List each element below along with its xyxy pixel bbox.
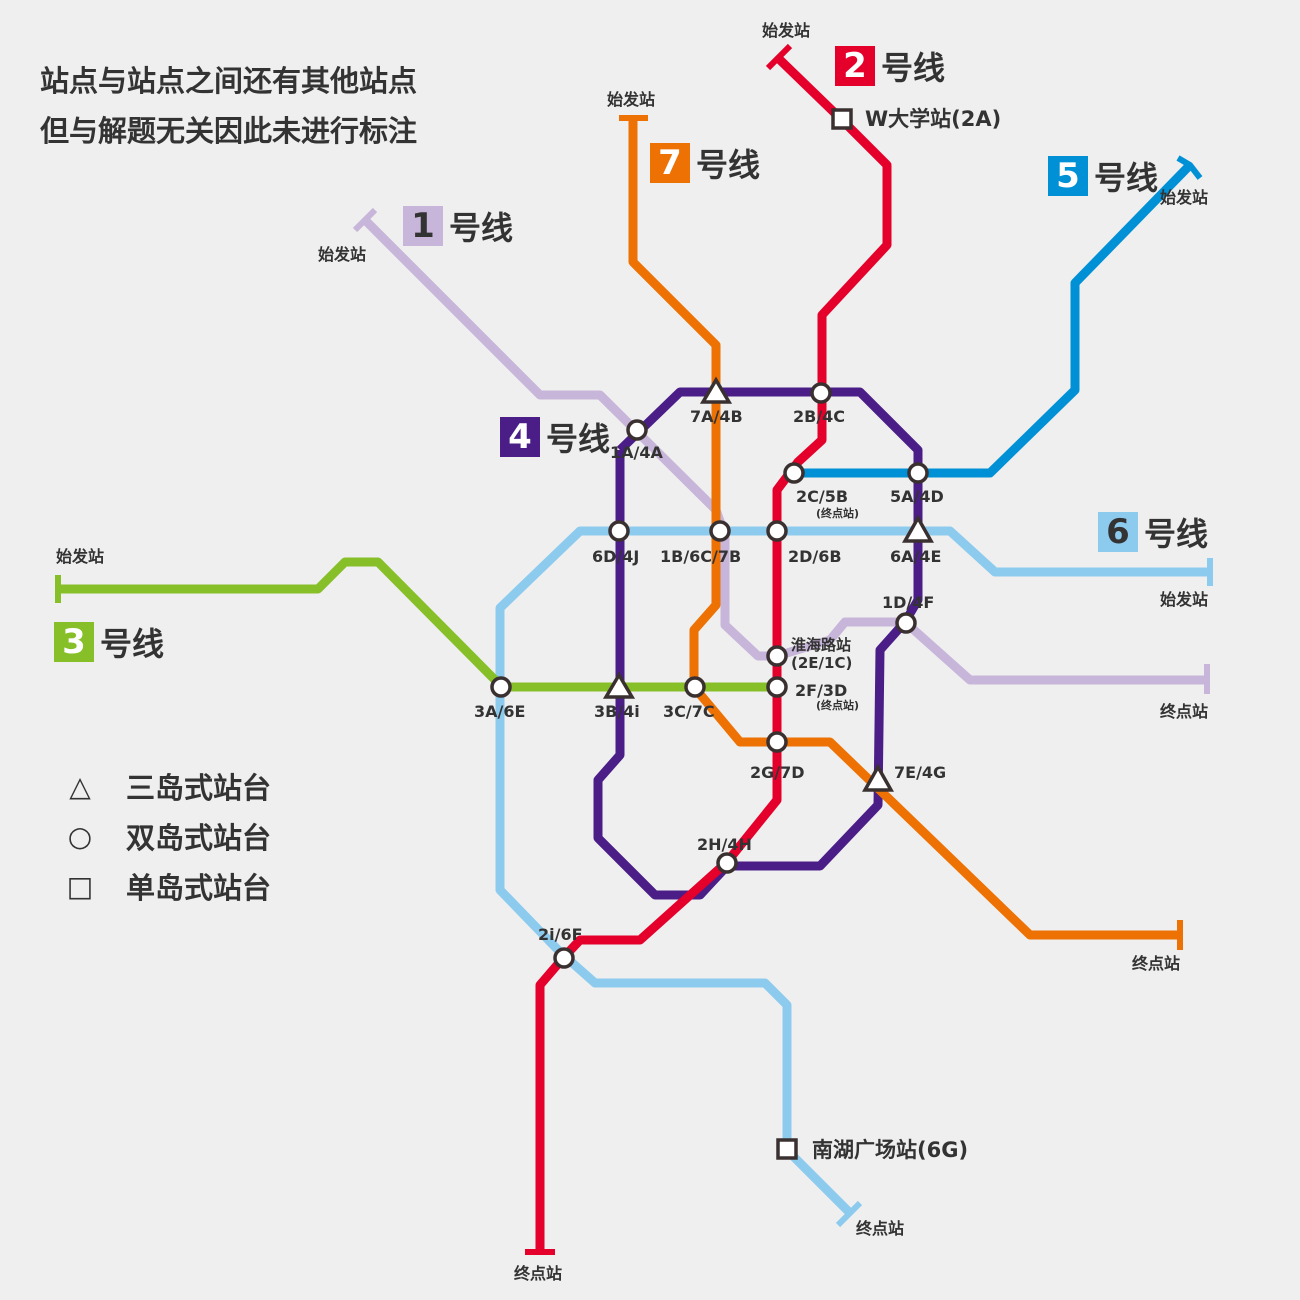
label-1a: 1A/4A <box>610 443 663 462</box>
label-2i: 2i/6F <box>538 925 583 944</box>
legend-label: 三岛式站台 <box>126 771 272 805</box>
line-3-start-label: 始发站 <box>56 547 104 566</box>
line-1-end-label: 终点站 <box>1160 702 1208 721</box>
legend-single-island: □ 单岛式站台 <box>60 865 271 907</box>
line-6-end-bar <box>835 1200 863 1228</box>
line-2-end-label: 终点站 <box>514 1264 562 1283</box>
station-2d-6b[interactable] <box>766 520 788 542</box>
line-1-number: 1 <box>403 206 443 246</box>
line-7-end-label: 终点站 <box>1132 954 1180 973</box>
label-nanhu: 南湖广场站(6G) <box>812 1138 968 1162</box>
label-3a: 3A/6E <box>474 702 525 721</box>
station-5a-4d[interactable] <box>907 462 929 484</box>
line-6-end-label: 终点站 <box>856 1219 904 1238</box>
line-1-suffix: 号线 <box>449 209 514 247</box>
label-5a: 5A/4D <box>890 487 944 506</box>
station-2f-3d[interactable] <box>766 676 788 698</box>
line-4-suffix: 号线 <box>546 420 611 458</box>
legend-double-island: ○ 双岛式站台 <box>60 815 271 857</box>
label-2h: 2H/4H <box>697 835 752 854</box>
station-1a-4a[interactable] <box>626 419 648 441</box>
station-3c-7c[interactable] <box>684 676 706 698</box>
label-3c: 3C/7C <box>663 702 715 721</box>
station-2h-4h[interactable] <box>716 852 738 874</box>
station-huaihai[interactable] <box>766 645 788 667</box>
line-7 <box>628 118 1180 940</box>
label-2f-end: (终点站) <box>816 698 859 712</box>
station-6a-4e[interactable] <box>902 514 934 543</box>
line-2-number: 2 <box>835 46 875 86</box>
station-3a-6e[interactable] <box>490 676 512 698</box>
note-line-1: 站点与站点之间还有其他站点 <box>40 64 418 98</box>
line-3-number: 3 <box>54 622 94 662</box>
station-1d-4f[interactable] <box>895 612 917 634</box>
label-2f: 2F/3D <box>795 681 847 700</box>
line-1-start-bar <box>352 207 378 233</box>
station-6d-4j[interactable] <box>608 520 630 542</box>
line-4 <box>593 387 923 900</box>
line-3 <box>58 557 777 692</box>
line-4-number: 4 <box>500 417 540 457</box>
station-7e-4g[interactable] <box>862 763 894 792</box>
station-2i-6f[interactable] <box>553 947 575 969</box>
legend-label: 双岛式站台 <box>126 821 272 855</box>
station-2g-7d[interactable] <box>766 731 788 753</box>
label-huaihai: 淮海路站 <box>791 636 851 654</box>
station-1b-6c-7b[interactable] <box>709 520 731 542</box>
station-nanhu[interactable] <box>776 1138 798 1160</box>
line-6 <box>495 526 1210 1217</box>
station-7a-4b[interactable] <box>699 376 733 404</box>
label-2c-end: (终点站) <box>816 506 859 520</box>
square-icon: □ <box>66 869 94 903</box>
label-3b: 3B/4i <box>594 702 640 721</box>
line-2-start-bar <box>765 43 793 71</box>
legend-triple-island: △ 三岛式站台 <box>60 765 271 807</box>
label-7e: 7E/4G <box>894 763 946 782</box>
triangle-icon: △ <box>69 769 91 803</box>
label-6d: 6D/4J <box>592 547 639 566</box>
line-7-suffix: 号线 <box>696 146 761 184</box>
legend-label: 单岛式站台 <box>126 871 272 905</box>
line-5 <box>794 161 1194 478</box>
line-6-suffix: 号线 <box>1144 515 1209 553</box>
station-w-university[interactable] <box>831 108 853 130</box>
label-7a: 7A/4B <box>690 407 743 426</box>
label-2c: 2C/5B <box>796 487 848 506</box>
label-w-university: W大学站(2A) <box>865 107 1001 131</box>
line-7-number: 7 <box>650 143 690 183</box>
label-2b: 2B/4C <box>793 407 845 426</box>
line-5-start-label: 始发站 <box>1160 188 1208 207</box>
line-1 <box>361 216 1207 685</box>
label-2g: 2G/7D <box>750 763 805 782</box>
line-3-suffix: 号线 <box>100 625 165 663</box>
line-6-number: 6 <box>1098 512 1138 552</box>
note-line-2: 但与解题无关因此未进行标注 <box>40 114 418 148</box>
label-2e: (2E/1C) <box>791 654 852 672</box>
line-2-start-label: 始发站 <box>762 21 810 40</box>
label-1b: 1B/6C/7B <box>660 547 741 566</box>
line-5-start-bar <box>1176 155 1203 180</box>
line-1-start-label: 始发站 <box>318 245 366 264</box>
circle-icon: ○ <box>67 819 93 853</box>
label-6a: 6A/4E <box>890 547 941 566</box>
line-2-suffix: 号线 <box>881 49 946 87</box>
line-6-start-label: 始发站 <box>1160 590 1208 609</box>
line-7-start-label: 始发站 <box>607 90 655 109</box>
station-3b-4i[interactable] <box>602 671 636 699</box>
station-2b-4c[interactable] <box>810 382 832 404</box>
label-2d: 2D/6B <box>788 547 842 566</box>
line-5-number: 5 <box>1048 156 1088 196</box>
label-1d: 1D/4F <box>882 593 934 612</box>
line-5-suffix: 号线 <box>1094 159 1159 197</box>
station-2c-5b[interactable] <box>783 462 805 484</box>
